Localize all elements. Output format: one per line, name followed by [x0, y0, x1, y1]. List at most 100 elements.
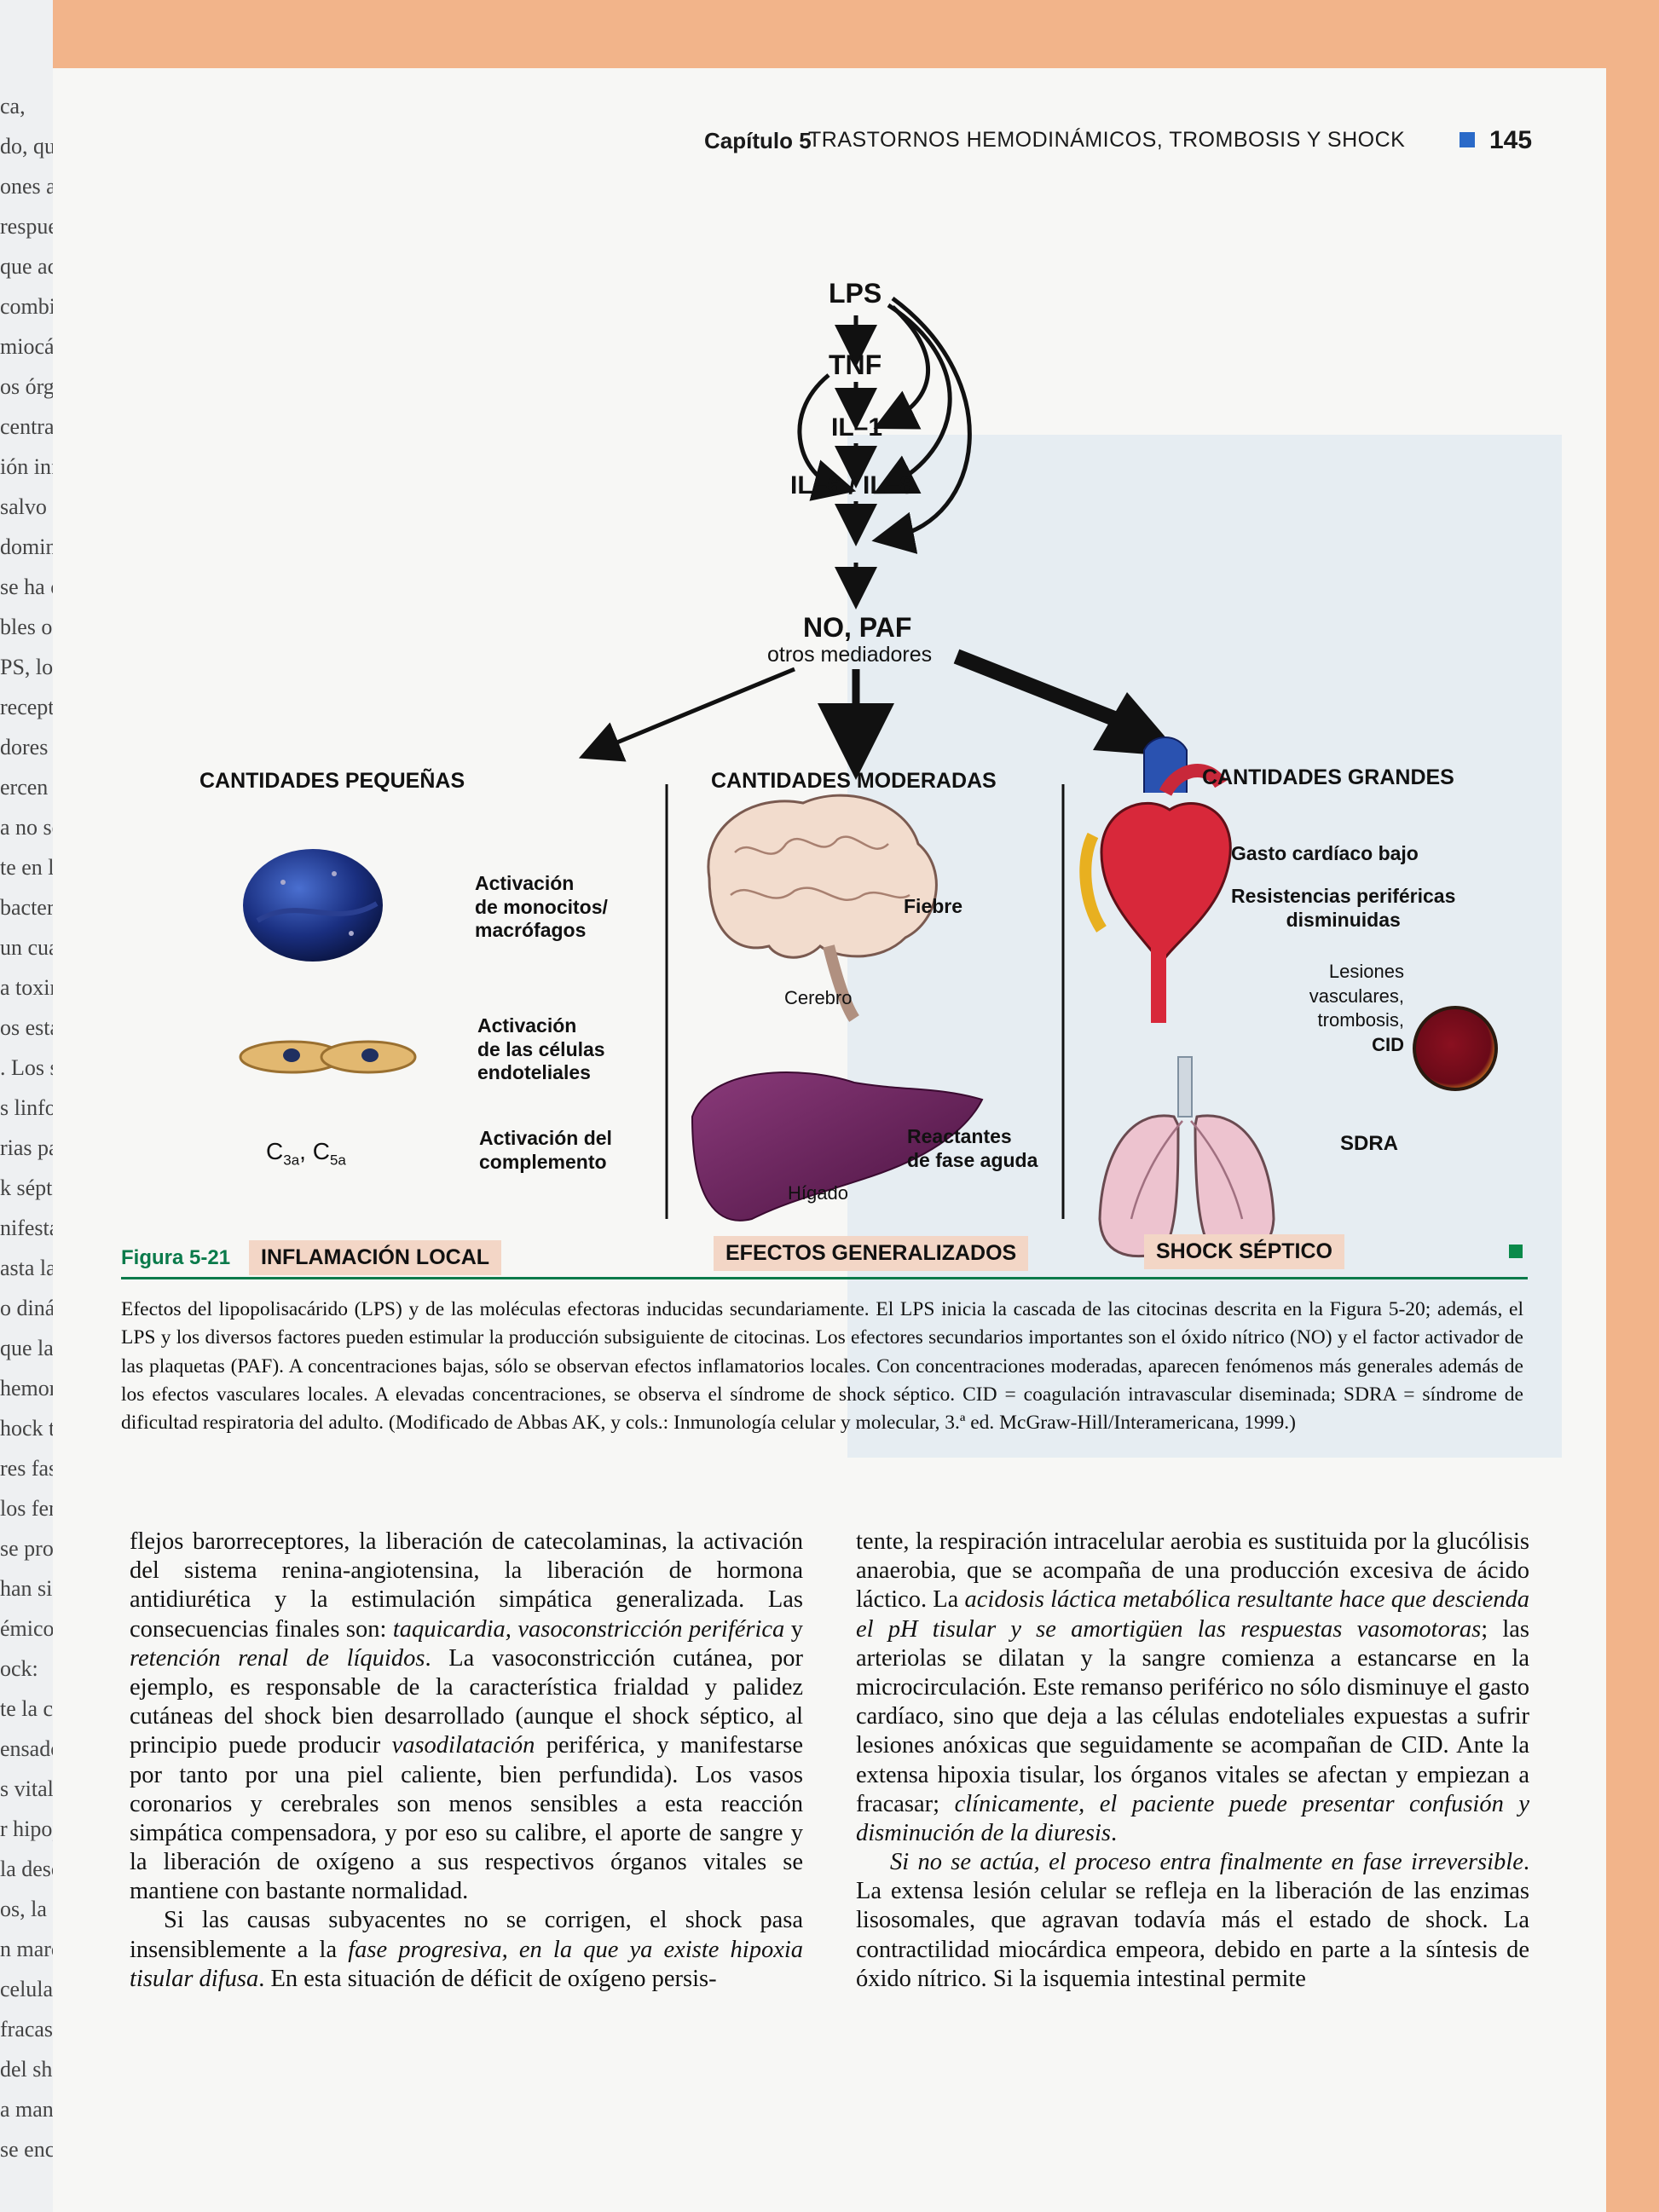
previous-page-fragment: ca, [0, 94, 26, 118]
large-amounts-title: CANTIDADES GRANDES [1202, 765, 1454, 789]
thrombosis-clot-icon [1413, 1006, 1498, 1091]
text-span: periférica, y manifestarse por tanto por… [130, 1732, 803, 1905]
previous-page-fragment: s linfocitos [0, 1095, 53, 1120]
previous-page-fragment: han sido dem [0, 1576, 53, 1601]
text-span: acidosis láctica metabólica resultante h… [856, 1586, 1529, 1643]
previous-page-fragment: respue [0, 214, 53, 239]
endothelial-activation-label: Activación de las células endoteliales [477, 1014, 605, 1085]
complement-activation-label: Activación del complemento [479, 1127, 612, 1174]
liver-icon [691, 1071, 984, 1222]
previous-page-fragment: res fases. Un [0, 1456, 53, 1481]
tnf-label: TNF [829, 349, 882, 380]
previous-page-fragment: s vitales. [0, 1776, 53, 1801]
previous-page-fragment: que la agresi [0, 1336, 53, 1360]
text-span: . La vasoconstricción cutánea, por ejemp… [130, 1644, 804, 1759]
previous-page-fragment: un cuadro [0, 935, 53, 960]
monocyte-icon [243, 849, 383, 962]
lps-label: LPS [829, 278, 882, 309]
lungs-icon [1098, 1056, 1275, 1258]
text-line: Activación [475, 872, 575, 894]
previous-page-fragment: do, que p [0, 134, 53, 159]
text-span: flejos barorreceptores, la liberación de… [130, 1528, 803, 1643]
text-line: vasculares, [1309, 985, 1404, 1007]
text-line: Activación [477, 1014, 577, 1037]
bleed-through-panel [847, 435, 1562, 1458]
text-span: ; las arteriolas se dilatan y la sangre … [856, 1615, 1530, 1817]
decreased-resistance-label: Resistencias periféricas disminuidas [1231, 885, 1455, 932]
previous-page-fragment: central en [0, 414, 53, 439]
text-span: fase progresiva, en la que ya existe hip… [130, 1936, 804, 1992]
text-line: CID [1372, 1033, 1404, 1055]
previous-page-fragment: os, la acido [0, 1897, 53, 1921]
previous-page-fragment: salvo que l [0, 494, 53, 519]
text-span: Si no se actúa, el proceso entra finalme… [890, 1849, 1523, 1876]
previous-page-fragment: los fenómeno [0, 1496, 53, 1521]
figure-number: Figura 5-21 [121, 1246, 231, 1269]
previous-page-fragment: hemorragia [0, 1376, 53, 1401]
previous-page-fragment: k séptico. [0, 1175, 53, 1200]
text-line: 5a [329, 1152, 346, 1169]
previous-page-fragment: os órgano [0, 374, 53, 399]
body-column-right: tente, la respiración intracelular aerob… [856, 1528, 1529, 1994]
text-line: , C [299, 1138, 330, 1164]
previous-page-fragment: fracaso hem [0, 2017, 53, 2042]
fever-label: Fiebre [904, 895, 963, 917]
endothelial-cells-icon [239, 1040, 417, 1074]
text-span: retención renal de líquidos [130, 1644, 425, 1672]
previous-page-fragment: hock tiende [0, 1416, 53, 1441]
previous-page-fragment: ones alt [0, 174, 53, 199]
chapter-title: TRASTORNOS HEMODINÁMICOS, TROMBOSIS Y SH… [808, 128, 1406, 152]
previous-page-fragment: a toxina-1 d [0, 975, 53, 1000]
text-line: Reactantes [907, 1125, 1012, 1147]
text-span: vasodilatación [391, 1732, 535, 1759]
text-line: de monocitos/ [475, 895, 608, 918]
previous-page-fragment: se producen [0, 1536, 53, 1561]
low-cardiac-output-label: Gasto cardíaco bajo [1231, 842, 1419, 864]
text-line: 3a [283, 1152, 300, 1169]
previous-page-fragment: bacterianas. [0, 895, 53, 920]
previous-page-fragment: a mantener [0, 2097, 53, 2122]
previous-page-fragment: a no se ha p [0, 815, 53, 840]
text-span: . [1110, 1819, 1118, 1846]
page-number: 145 [1489, 126, 1533, 154]
previous-page-fragment: dores secu [0, 735, 53, 759]
previous-page-fragment: bles o am [0, 615, 53, 639]
paragraph: Si las causas subyacentes no se corrigen… [130, 1906, 803, 1994]
sdra-label: SDRA [1340, 1132, 1399, 1155]
monocyte-activation-label: Activación de monocitos/ macrófagos [475, 872, 608, 943]
previous-page-fragment: receptore [0, 695, 53, 719]
small-amounts-title: CANTIDADES PEQUEÑAS [199, 769, 465, 793]
figure-end-square-icon [1509, 1245, 1523, 1258]
previous-page-fragment: celulares y [0, 1977, 53, 2001]
text-span: taquicardia, vasoconstricción periférica [392, 1615, 785, 1643]
text-line: Lesiones [1328, 961, 1404, 982]
previous-page-fragment: nifestacione [0, 1216, 53, 1240]
paragraph: tente, la respiración intracelular aerob… [856, 1528, 1529, 1848]
figure-caption: Efectos del lipopolisacárido (LPS) y de … [121, 1298, 1523, 1435]
generalized-effects-box: EFECTOS GENERALIZADOS [714, 1236, 1029, 1271]
body-column-left: flejos barorreceptores, la liberación de… [130, 1528, 803, 1994]
cascade-arrows [797, 296, 972, 609]
text-line: C [266, 1138, 284, 1164]
vascular-lesions-label: Lesiones vasculares, trombosis, CID [1289, 960, 1404, 1057]
local-inflammation-box: INFLAMACIÓN LOCAL [249, 1240, 502, 1275]
il6-il8-label: IL–6 / IL–8 [790, 471, 915, 500]
text-line: trombosis, [1317, 1009, 1404, 1031]
previous-page-fragment: ión influ [0, 454, 53, 479]
text-line: Resistencias periféricas [1231, 885, 1456, 907]
moderate-amounts-title: CANTIDADES MODERADAS [711, 769, 997, 793]
septic-shock-box: SHOCK SÉPTICO [1144, 1234, 1344, 1269]
header-square-icon [1460, 132, 1475, 147]
paragraph: flejos barorreceptores, la liberación de… [130, 1528, 803, 1906]
figure-5-21: LPS TNF IL–1 IL–6 / IL–8 NO, PAF otros m… [121, 196, 1570, 1287]
previous-page-fragment: r hipoperfusi [0, 1816, 53, 1841]
brain-label: Cerebro [784, 987, 853, 1008]
text-span: . En esta situación de déficit de oxígen… [258, 1965, 717, 1992]
chapter-label: Capítulo 5 [704, 128, 812, 153]
running-header: Capítulo 5 TRASTORNOS HEMODINÁMICOS, TRO… [650, 126, 1587, 170]
previous-page-fragment: émico, aunqu [0, 1616, 53, 1641]
text-line: Activación del [479, 1127, 612, 1149]
figure-drawing [239, 296, 1498, 1258]
previous-page-fragment: se encuentra [0, 2137, 53, 2162]
previous-page-fragment: combina [0, 294, 53, 319]
